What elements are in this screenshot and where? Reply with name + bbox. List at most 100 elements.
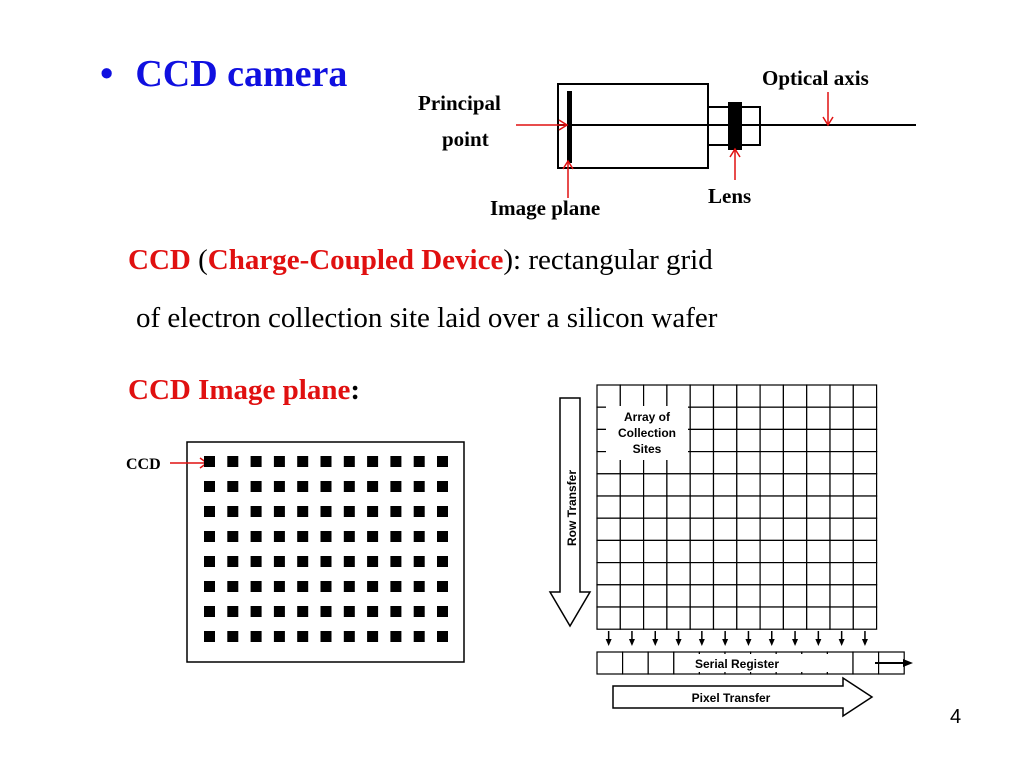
ccd-sensor-square <box>367 456 379 467</box>
ccd-sensor-square <box>250 456 262 467</box>
ccd-sensor-square <box>437 606 448 617</box>
lens-arrowhead <box>729 147 741 158</box>
collection-site-cell <box>736 495 761 519</box>
collection-site-cell <box>596 562 621 586</box>
collection-site-cell <box>852 450 878 475</box>
ccd-sensor-square <box>343 556 355 567</box>
image-plane-bar <box>567 91 572 163</box>
array-label-2: Collection <box>618 426 676 440</box>
ccd-sensor-square <box>273 606 285 617</box>
collection-site-cell <box>736 584 761 608</box>
collection-site-cell <box>829 384 854 408</box>
ccd-sensor-square <box>390 581 402 592</box>
collection-site-cell <box>806 562 831 586</box>
ccd-sensor-square <box>273 581 285 592</box>
ccd-sensor-square <box>204 606 215 617</box>
image-plane-arrowhead <box>562 159 574 170</box>
collection-site-cell <box>619 384 645 408</box>
collection-site-cell <box>666 495 691 519</box>
image-plane-heading-text: CCD Image plane <box>128 374 351 406</box>
collection-site-cell <box>829 450 854 475</box>
collection-site-cell <box>619 606 645 630</box>
collection-site-cell <box>619 584 645 608</box>
collection-site-cell <box>782 539 808 564</box>
ccd-sensor-square <box>437 556 448 567</box>
collection-site-cell <box>596 517 621 541</box>
collection-site-cell <box>666 517 691 541</box>
collection-site-cell <box>782 584 808 608</box>
principal-point-label-1: Principal <box>418 91 501 115</box>
collection-site-cell <box>596 473 621 497</box>
ccd-sensor-square <box>204 581 215 592</box>
collection-site-cell <box>829 517 854 541</box>
ccd-sensor-square <box>204 481 215 492</box>
ccd-sensor-square <box>227 506 239 517</box>
collection-site-cell <box>782 495 808 519</box>
collection-site-cell <box>712 495 738 519</box>
ccd-sensor-square <box>227 456 239 467</box>
collection-site-cell <box>806 539 831 564</box>
ccd-sensor-square <box>437 581 448 592</box>
collection-site-cell <box>689 539 715 564</box>
ccd-sensor-square <box>297 556 309 567</box>
collection-site-cell <box>689 473 715 497</box>
collection-site-cell <box>736 428 761 453</box>
definition-rest: ): rectangular grid <box>503 244 713 276</box>
array-label-background <box>606 406 688 460</box>
ccd-sensor-square <box>390 631 402 642</box>
collection-site-cell <box>689 384 715 408</box>
collection-site-cell <box>759 450 785 475</box>
ccd-sensor-square <box>320 531 332 542</box>
collection-site-cell <box>689 450 715 475</box>
collection-site-cell <box>642 384 668 408</box>
lens-label: Lens <box>708 184 751 208</box>
ccd-sensor-square <box>297 481 309 492</box>
ccd-sensor-square <box>390 606 402 617</box>
ccd-sensor-square <box>343 481 355 492</box>
ccd-sensor-square <box>437 506 448 517</box>
collection-site-cell <box>806 584 831 608</box>
ccd-sensor-square <box>320 481 332 492</box>
ccd-sensor-square <box>390 506 402 517</box>
collection-site-cell <box>782 517 808 541</box>
collection-site-cell <box>759 406 785 431</box>
ccd-sensor-square <box>367 581 379 592</box>
collection-site-cell <box>689 495 715 519</box>
collection-site-cell <box>829 428 854 453</box>
definition-expansion: Charge-Coupled Device <box>207 244 504 276</box>
serial-register-label-bg <box>676 654 830 672</box>
collection-site-cell <box>596 495 621 519</box>
ccd-sensor-square <box>204 506 215 517</box>
collection-site-cell <box>666 539 691 564</box>
ccd-sensor-square <box>297 531 309 542</box>
collection-site-cell <box>829 406 854 431</box>
ccd-sensor-square <box>390 556 402 567</box>
ccd-sensor-square <box>390 481 402 492</box>
collection-site-cell <box>666 473 691 497</box>
collection-site-cell <box>689 562 715 586</box>
ccd-sensor-square <box>413 631 425 642</box>
collection-site-cell <box>712 539 738 564</box>
collection-site-cell <box>759 606 785 630</box>
ccd-sensor-square <box>437 481 448 492</box>
collection-site-cell <box>806 495 831 519</box>
collection-site-cell <box>689 606 715 630</box>
ccd-sensor-square <box>227 556 239 567</box>
collection-site-cell <box>736 562 761 586</box>
collection-site-cell <box>806 384 831 408</box>
ccd-sensor-square <box>437 531 448 542</box>
collection-site-cell <box>642 517 668 541</box>
collection-site-cell <box>829 473 854 497</box>
array-label-1: Array of <box>624 410 671 424</box>
collection-site-cell <box>619 562 645 586</box>
collection-site-cell <box>712 584 738 608</box>
collection-site-cell <box>852 539 878 564</box>
collection-site-cell <box>666 606 691 630</box>
pixel-transfer-label: Pixel Transfer <box>692 691 771 705</box>
column-transfer-arrowhead <box>605 639 612 646</box>
column-transfer-arrowhead <box>652 639 659 646</box>
ccd-sensor-square <box>343 631 355 642</box>
collection-site-cell <box>736 473 761 497</box>
ccd-sensor-square <box>227 631 239 642</box>
collection-site-cell <box>806 428 831 453</box>
